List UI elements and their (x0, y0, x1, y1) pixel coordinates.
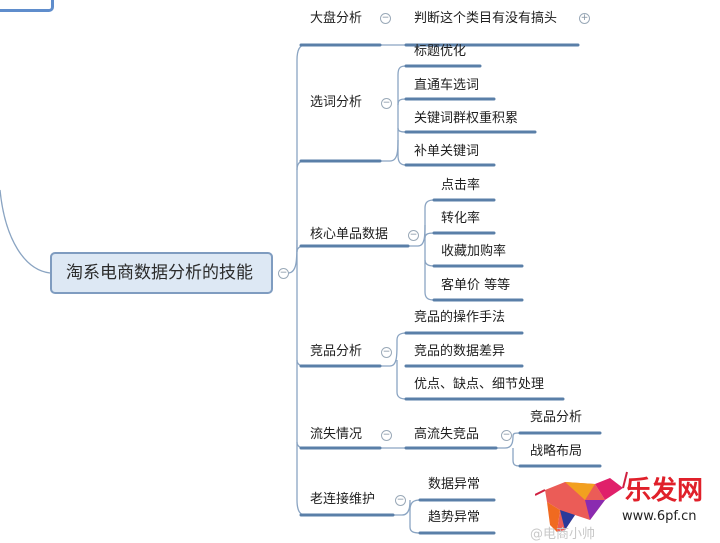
leaf-node[interactable]: 优点、缺点、细节处理 (414, 377, 545, 392)
connector (396, 360, 407, 400)
expand-icon[interactable]: + (579, 13, 590, 24)
leaf-node[interactable]: 竞品的数据差异 (414, 344, 506, 359)
collapse-icon[interactable]: − (395, 495, 406, 506)
collapse-icon[interactable]: − (380, 13, 391, 24)
leaf-node[interactable]: 关键词群权重积累 (414, 111, 519, 126)
leaf-node[interactable]: 点击率 (441, 178, 481, 193)
watermark-url: www.6pf.cn (622, 509, 697, 524)
leaf-node[interactable]: 转化率 (441, 211, 481, 226)
connector (424, 232, 435, 239)
leaf-node[interactable]: 竞品的操作手法 (414, 310, 506, 325)
collapse-icon[interactable]: − (381, 98, 392, 109)
connector (380, 65, 407, 162)
leaf-node[interactable]: 补单关键词 (414, 144, 480, 159)
branch-node[interactable]: 老连接维护 (310, 492, 376, 507)
leaf-node[interactable]: 战略布局 (530, 444, 583, 459)
branch-node[interactable]: 核心单品数据 (310, 227, 389, 242)
previous-node-fragment (0, 0, 54, 12)
trunk-down (296, 240, 306, 516)
branch-node[interactable]: 选词分析 (310, 95, 363, 110)
leaf-node[interactable]: 竞品分析 (530, 410, 583, 425)
leaf-node[interactable]: 数据异常 (428, 477, 481, 492)
connector (424, 259, 435, 267)
connector (496, 432, 521, 449)
leaf-node[interactable]: 直通车选词 (414, 78, 480, 93)
collapse-icon[interactable]: − (408, 230, 419, 241)
root-node-label: 淘系电商数据分析的技能 (66, 263, 253, 283)
leaf-node[interactable]: 收藏加购率 (441, 244, 507, 259)
branch-node[interactable]: 大盘分析 (310, 11, 363, 26)
watermark-brand: 乐发网 (625, 476, 704, 506)
collapse-icon[interactable]: − (501, 430, 512, 441)
bull-logo-icon (535, 471, 628, 532)
leaf-node[interactable]: 趋势异常 (428, 510, 481, 525)
leaf-node[interactable]: 标题优化 (414, 44, 467, 59)
trunk-up (287, 44, 306, 274)
connector (409, 499, 421, 511)
leaf-node[interactable]: 判断这个类目有没有搞头 (414, 11, 558, 26)
connector (393, 499, 411, 516)
node-underlines (299, 43, 602, 535)
collapse-icon[interactable]: − (381, 347, 392, 358)
branch-node[interactable]: 流失情况 (310, 427, 363, 442)
collapse-icon[interactable]: − (381, 430, 392, 441)
connector (409, 510, 421, 534)
watermark-handle: @电商小帅 (530, 527, 596, 542)
collapse-icon[interactable]: − (278, 268, 289, 279)
sub-branch-node[interactable]: 高流失竞品 (414, 427, 480, 442)
branch-node[interactable]: 竞品分析 (310, 344, 363, 359)
connector (424, 225, 435, 301)
connector (512, 448, 521, 467)
root-node[interactable]: 淘系电商数据分析的技能 (50, 252, 273, 294)
connector (397, 140, 407, 166)
root-incoming-connector (0, 189, 51, 274)
connector (380, 332, 407, 367)
leaf-node[interactable]: 客单价 等等 (441, 278, 511, 293)
